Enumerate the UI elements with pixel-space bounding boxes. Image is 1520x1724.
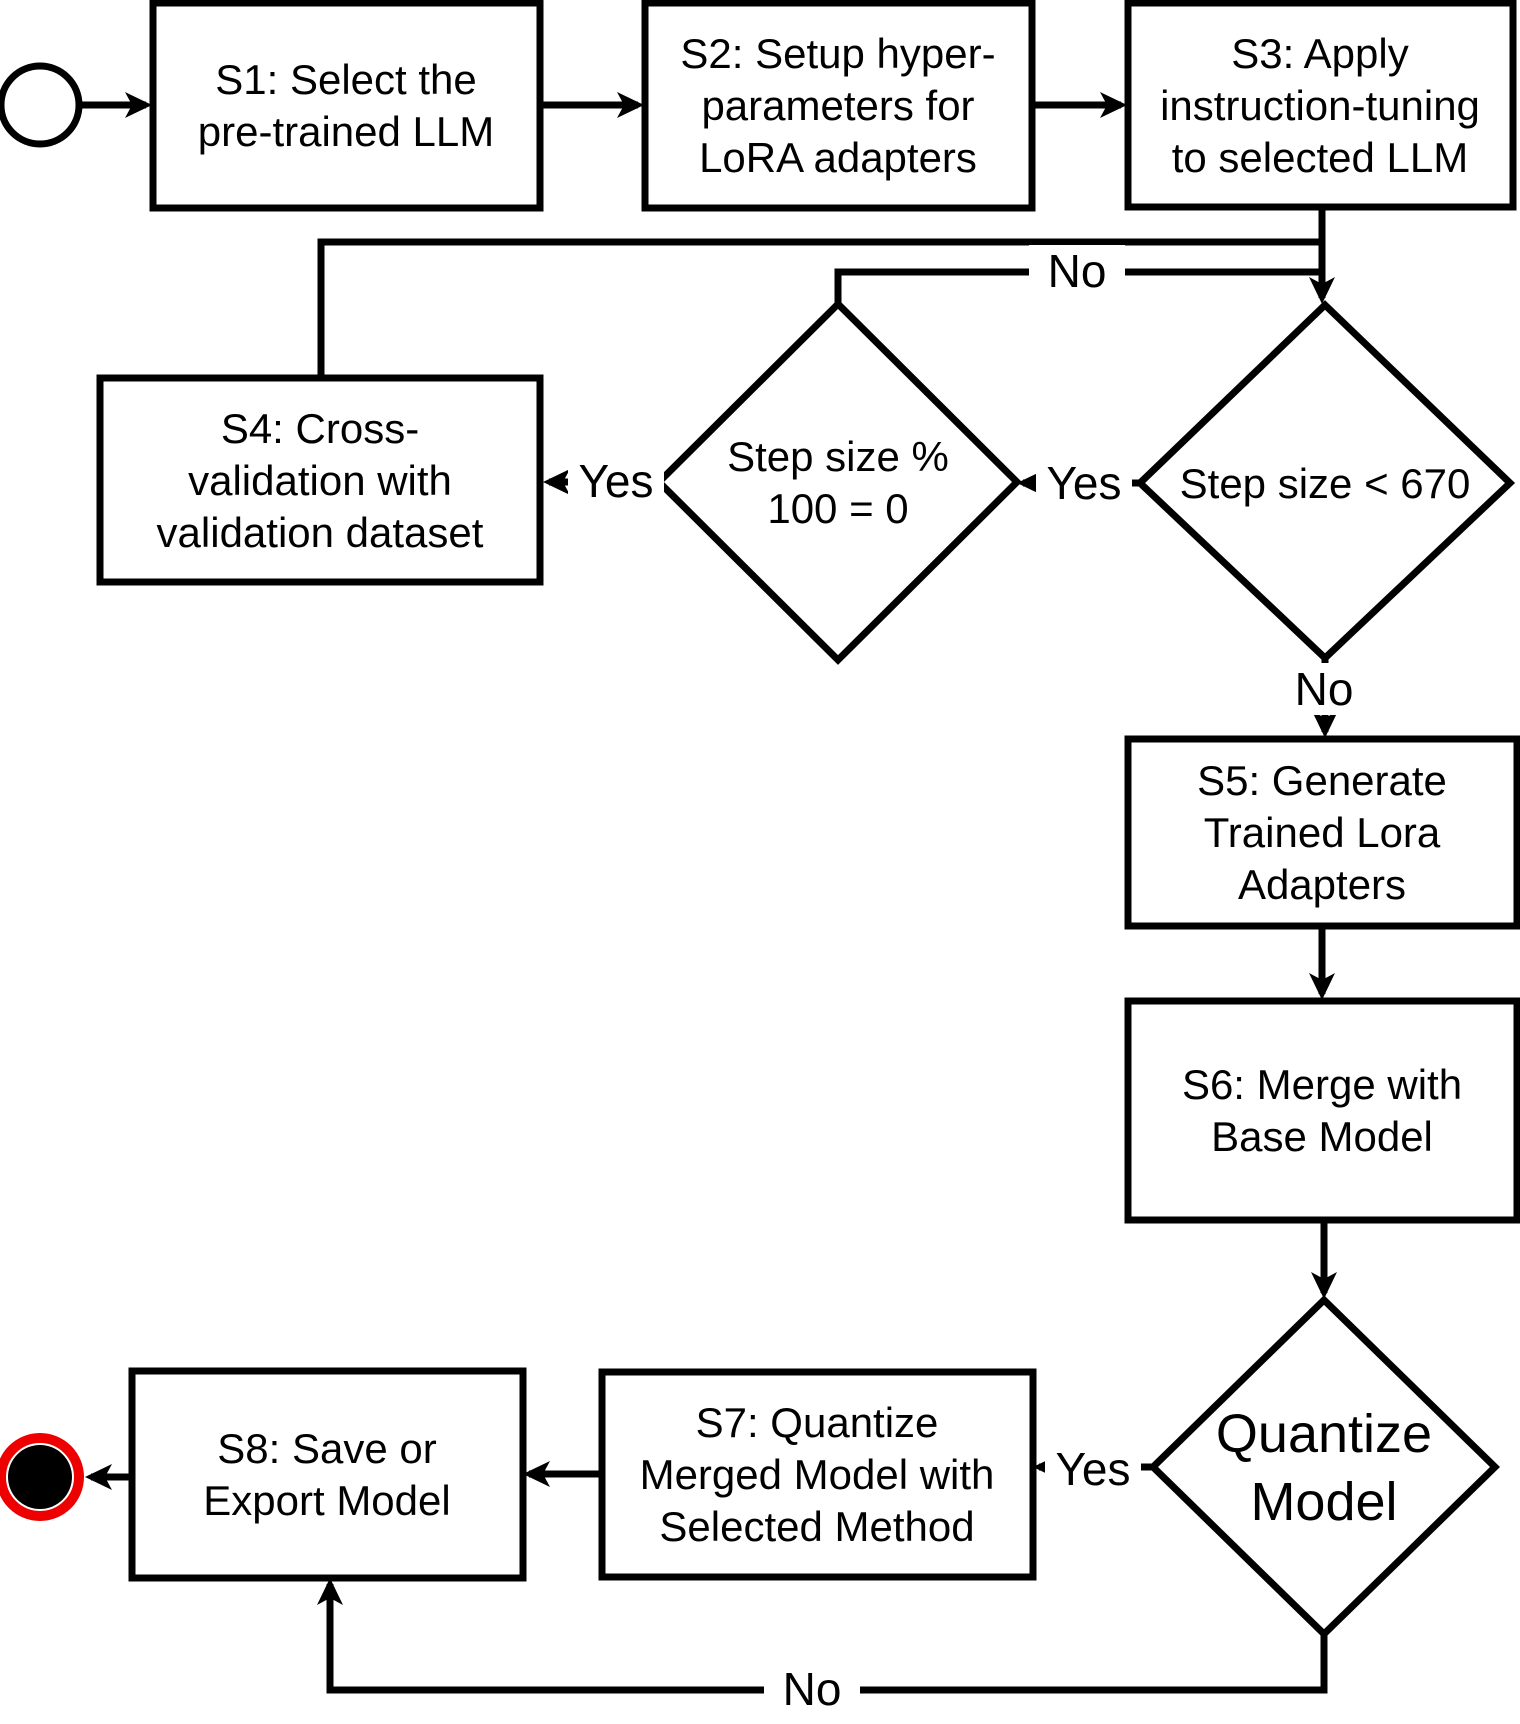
node-s6-label-line1: S6: Merge with (1182, 1061, 1462, 1108)
arrowhead-start-s1 (125, 92, 152, 118)
node-s4: S4: Cross- validation with validation da… (96, 374, 544, 586)
node-s2-label-line2: parameters for (701, 82, 974, 129)
node-s4-label-line2: validation with (188, 457, 452, 504)
end-node-core (8, 1445, 72, 1509)
node-s5-label-line1: S5: Generate (1197, 757, 1447, 804)
node-s4-label-line3: validation dataset (157, 509, 484, 556)
node-s7: S7: Quantize Merged Model with Selected … (598, 1368, 1037, 1581)
decision-quantize: Quantize Model (1147, 1295, 1501, 1639)
node-s2-label-line1: S2: Setup hyper- (680, 30, 995, 77)
edge-step-mod-no (834, 268, 1322, 304)
arrowhead-into-s8 (523, 1461, 550, 1487)
node-s7-label-line2: Merged Model with (640, 1451, 995, 1498)
end-node (0, 1433, 84, 1521)
arrowhead-into-quantize (1311, 1272, 1337, 1299)
node-s5-label-line3: Adapters (1238, 861, 1406, 908)
decision-step-limit-label: Step size < 670 (1180, 460, 1471, 507)
node-s3-label-line3: to selected LLM (1172, 134, 1469, 181)
arrowhead-into-s6 (1309, 973, 1335, 1000)
node-s8-label-line2: Export Model (203, 1477, 450, 1524)
decision-quantize-label-line1: Quantize (1216, 1404, 1432, 1464)
decision-step-limit: Step size < 670 (1134, 300, 1516, 663)
start-node (0, 62, 83, 148)
node-s5: S5: Generate Trained Lora Adapters (1124, 735, 1520, 930)
node-s1-label-line2: pre-trained LLM (198, 108, 494, 155)
arrowhead-s1-s2 (617, 92, 644, 118)
edge-label-quantize-no: No (783, 1663, 842, 1715)
node-s3: S3: Apply instruction-tuning to selected… (1124, 0, 1517, 211)
node-s2: S2: Setup hyper- parameters for LoRA ada… (641, 0, 1036, 212)
node-s1-label-line1: S1: Select the (215, 56, 477, 103)
edge-label-step-mod-no: No (1048, 245, 1107, 297)
decision-quantize-label-line2: Model (1250, 1472, 1397, 1532)
node-s2-label-line3: LoRA adapters (699, 134, 977, 181)
node-s6-label-line2: Base Model (1211, 1113, 1433, 1160)
arrowhead-into-step-limit (1309, 277, 1335, 304)
node-s3-label-line1: S3: Apply (1231, 30, 1408, 77)
node-s6: S6: Merge with Base Model (1124, 997, 1520, 1224)
decision-step-mod: Step size % 100 = 0 (654, 299, 1022, 665)
arrowhead-up-into-s8 (317, 1578, 343, 1605)
node-s8-label-line1: S8: Save or (217, 1425, 436, 1472)
node-s4-label-line1: S4: Cross- (221, 405, 419, 452)
edge-labels: No Yes Yes No Yes No (568, 245, 1372, 1715)
node-s8: S8: Save or Export Model (128, 1367, 527, 1582)
edge-label-step-mod-yes: Yes (578, 455, 653, 507)
edge-label-step-limit-no: No (1295, 663, 1354, 715)
arrowhead-into-s4 (543, 469, 570, 495)
node-s3-label-line2: instruction-tuning (1160, 82, 1480, 129)
decision-step-mod-label-line2: 100 = 0 (767, 485, 908, 532)
node-s1: S1: Select the pre-trained LLM (149, 0, 544, 212)
edge-label-quantize-yes: Yes (1055, 1443, 1130, 1495)
arrowhead-into-end (85, 1464, 112, 1490)
edge-label-step-limit-yes: Yes (1046, 457, 1121, 509)
nodes: S1: Select the pre-trained LLM S2: Setup… (0, 0, 1520, 1639)
arrowhead-s2-s3 (1100, 92, 1127, 118)
node-s5-label-line2: Trained Lora (1204, 809, 1441, 856)
end-node-ring (0, 1433, 84, 1521)
decision-step-mod-label-line1: Step size % (727, 433, 949, 480)
edge-s4-loopback (317, 238, 1322, 378)
node-s7-label-line1: S7: Quantize (696, 1399, 939, 1446)
node-s7-label-line3: Selected Method (659, 1503, 974, 1550)
arrowhead-into-s5 (1312, 711, 1338, 738)
